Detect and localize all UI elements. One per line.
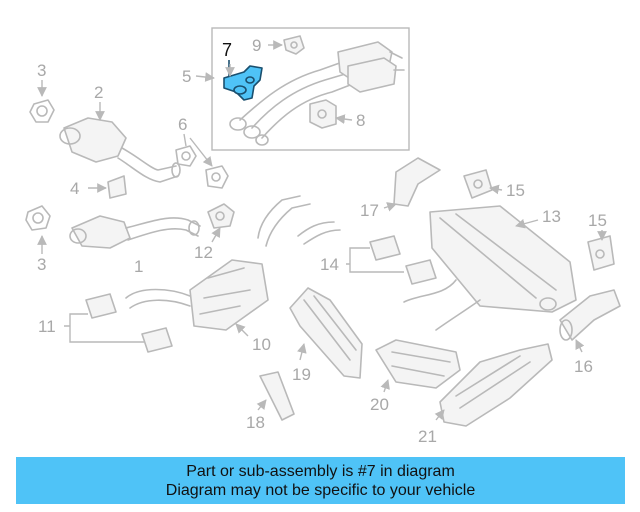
part-18-shield[interactable]	[259, 371, 295, 421]
part-21-heat-shield[interactable]	[439, 343, 553, 427]
callout-12: 12	[194, 243, 213, 262]
part-1-pipe[interactable]	[69, 215, 201, 249]
callout-3-top: 3	[37, 61, 46, 80]
callout-21: 21	[418, 427, 437, 446]
part-11-clamps[interactable]	[85, 293, 173, 353]
leader-lines	[37, 40, 607, 421]
part-10-resonator-pipe[interactable]	[125, 195, 341, 331]
callout-5: 5	[182, 67, 191, 86]
part-5-front-pipe-assembly[interactable]	[229, 41, 405, 146]
part-15-hanger-left[interactable]	[463, 169, 493, 199]
part-19-heat-shield[interactable]	[289, 287, 363, 379]
callout-18: 18	[246, 413, 265, 432]
callout-11: 11	[38, 317, 56, 336]
part-8-bracket[interactable]	[309, 99, 337, 129]
callout-13: 13	[542, 207, 561, 226]
callout-numbers: 1 2 3 3 4 5 6 7 8 9 10 11 12 13 14 15 15…	[37, 36, 607, 446]
callout-15-right: 15	[588, 211, 607, 230]
callout-14: 14	[320, 255, 339, 274]
part-16-tail-pipe[interactable]	[559, 289, 621, 341]
callout-4: 4	[70, 179, 79, 198]
callout-3-bottom: 3	[37, 255, 46, 274]
part-12-clamp[interactable]	[207, 203, 235, 229]
part-14-clamps[interactable]	[369, 235, 437, 285]
callout-19: 19	[292, 365, 311, 384]
banner-line-2: Diagram may not be specific to your vehi…	[165, 481, 476, 499]
callout-15-left: 15	[506, 181, 525, 200]
callout-2: 2	[94, 83, 103, 102]
part-15-hanger-right[interactable]	[587, 235, 615, 271]
callout-10: 10	[252, 335, 271, 354]
info-banner: Part or sub-assembly is #7 in diagram Di…	[16, 457, 625, 504]
part-3-gasket-bottom[interactable]	[25, 205, 51, 231]
callout-17: 17	[360, 201, 379, 220]
part-20-heat-shield[interactable]	[375, 339, 461, 389]
part-4-bracket[interactable]	[107, 175, 127, 199]
inset-frame	[211, 27, 410, 151]
part-9-clip[interactable]	[283, 35, 305, 55]
callout-6: 6	[178, 115, 187, 134]
callout-9: 9	[252, 36, 261, 55]
part-2-converter-pipe[interactable]	[59, 117, 181, 183]
callout-16: 16	[574, 357, 593, 376]
callout-1: 1	[134, 257, 143, 276]
part-17-tail-pipe[interactable]	[393, 157, 441, 207]
part-13-muffler[interactable]	[403, 205, 577, 331]
callout-20: 20	[370, 395, 389, 414]
callout-8: 8	[356, 111, 365, 130]
part-3-gasket-top[interactable]	[29, 99, 55, 123]
callout-7-highlighted: 7	[222, 40, 232, 60]
banner-line-1: Part or sub-assembly is #7 in diagram	[186, 462, 455, 480]
